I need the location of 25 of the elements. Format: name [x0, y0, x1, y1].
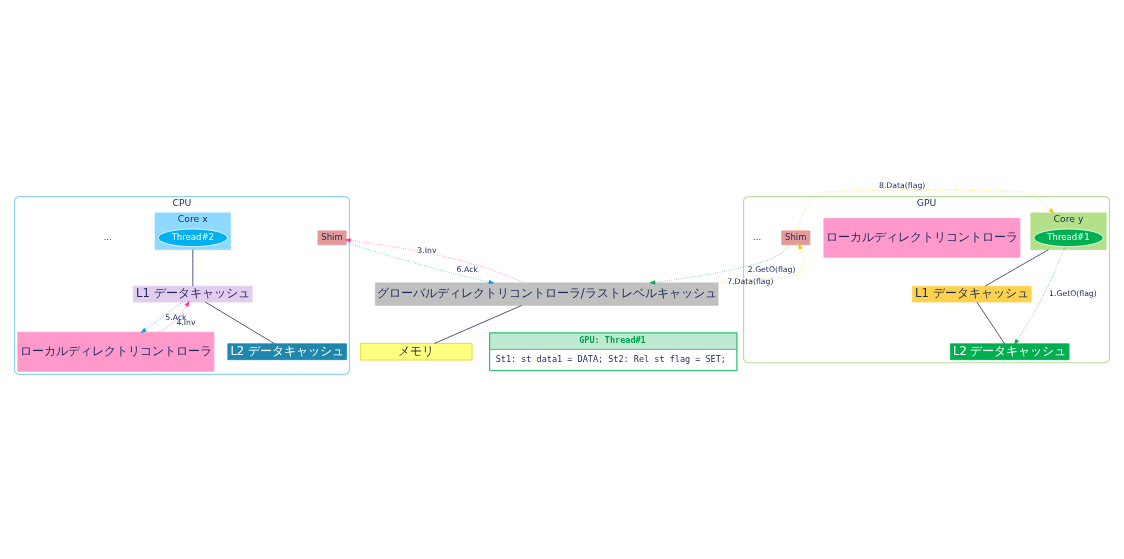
- node-box: L2 データキャッシュ: [227, 343, 347, 361]
- node-box: Shim: [781, 230, 811, 246]
- connector: [434, 305, 523, 344]
- arrow: [140, 301, 184, 334]
- label: ...: [753, 231, 762, 242]
- connector: [976, 301, 1006, 345]
- arrow: [796, 189, 1055, 232]
- node-box: L1 データキャッシュ: [912, 285, 1032, 303]
- arrow: [1013, 245, 1066, 346]
- node-ellipse: Thread#2: [157, 228, 228, 247]
- node-ellipse: Thread#1: [1033, 228, 1104, 247]
- arrow: [714, 243, 804, 284]
- node-box: メモリ: [360, 343, 473, 361]
- connector: [984, 249, 1049, 287]
- node-box: ローカルディレクトリコントローラ: [823, 217, 1021, 258]
- connector: [204, 301, 275, 345]
- arrow: [344, 238, 525, 284]
- node-box: L1 データキャッシュ: [133, 285, 253, 303]
- node-box: L2 データキャッシュ: [949, 343, 1070, 361]
- arrow: [649, 244, 791, 285]
- label: ...: [103, 231, 112, 242]
- node-box: ローカルディレクトリコントローラ: [17, 331, 215, 372]
- node-box: Shim: [317, 230, 347, 246]
- arrow: [158, 300, 190, 333]
- arrow: [345, 242, 495, 285]
